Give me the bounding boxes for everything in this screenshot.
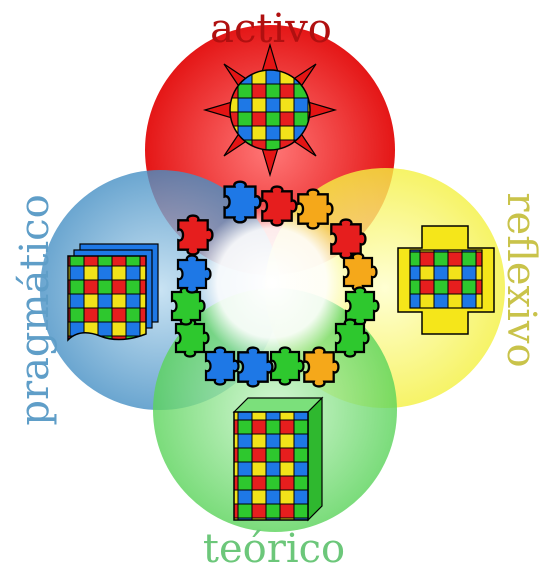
label-reflexivo: reflexivo (498, 192, 542, 367)
pages-puzzle-icon (67, 243, 159, 342)
label-activo: activo (210, 6, 332, 52)
sun-puzzle-icon (202, 42, 338, 178)
label-pragmatico: pragmático (12, 194, 58, 425)
cross-puzzle-icon (397, 225, 495, 335)
cube-puzzle-icon (232, 396, 324, 522)
label-teorico: teórico (203, 526, 345, 569)
center-glow (194, 205, 350, 361)
